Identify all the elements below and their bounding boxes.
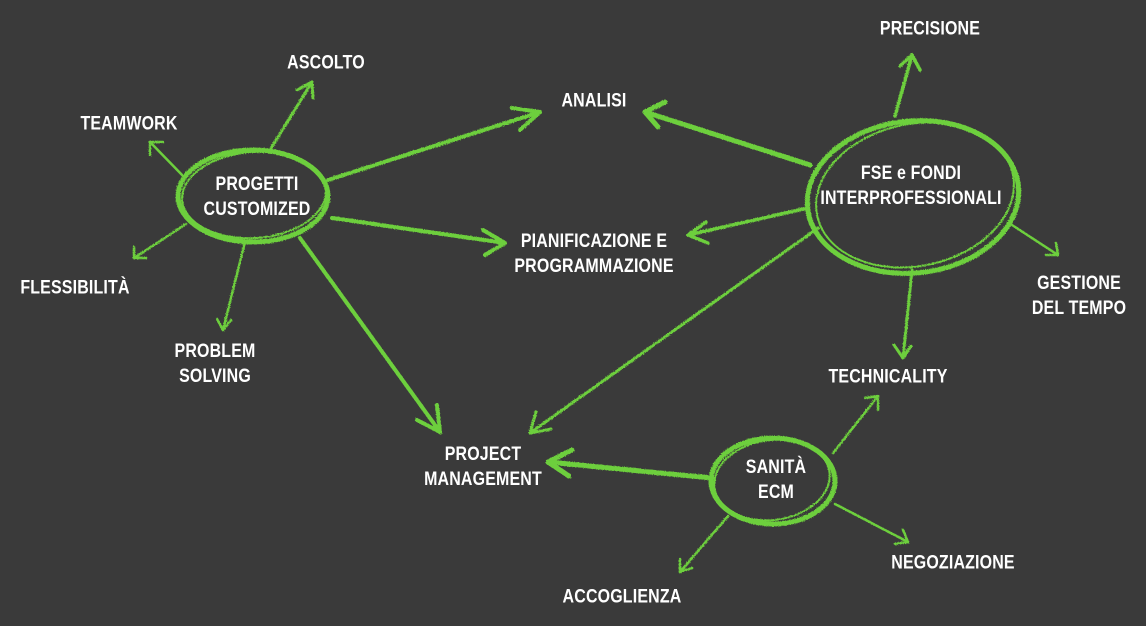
label-precisione: PRECISIONE <box>879 18 981 40</box>
label-gestione-del-tempo: GESTIONE DEL TEMPO <box>1031 273 1127 319</box>
label-negoziazione: NEGOZIAZIONE <box>891 552 1015 574</box>
arrow-progetti-to-teamwork <box>148 140 187 180</box>
label-project-management: PROJECT MANAGEMENT <box>424 444 542 490</box>
label-technicality: TECHNICALITY <box>828 366 948 388</box>
label-problem-solving: PROBLEM SOLVING <box>174 341 256 387</box>
arrow-fse-to-technicality <box>892 268 914 360</box>
label-teamwork: TEAMWORK <box>80 113 178 135</box>
label-analisi: ANALISI <box>561 90 627 112</box>
hub-ellipse-progetti <box>175 147 331 245</box>
label-ascolto: ASCOLTO <box>287 52 365 74</box>
hub-label-progetti-customized: PROGETTI CUSTOMIZED <box>203 174 311 220</box>
arrow-sanita-to-negoziazione <box>833 502 910 546</box>
label-pianificazione-programmazione: PIANIFICAZIONE E PROGRAMMAZIONE <box>514 231 674 277</box>
arrow-progetti-to-problem-solving <box>215 240 247 332</box>
hub-ellipse-sanita <box>708 435 838 527</box>
arrow-fse-to-pianificazione <box>686 206 810 245</box>
arrow-fse-to-precisione <box>893 53 922 118</box>
arrow-fse-to-analisi <box>642 99 813 168</box>
arrow-sanita-to-project-management <box>545 447 715 481</box>
arrow-progetti-to-pianificazione <box>330 216 507 257</box>
arrow-fse-to-project-management <box>528 226 820 435</box>
arrow-sanita-to-accoglienza <box>678 514 730 574</box>
arrow-progetti-to-analisi <box>326 106 542 182</box>
arrow-sanita-to-technicality <box>831 394 880 455</box>
label-accoglienza: ACCOGLIENZA <box>562 586 682 608</box>
label-flessibilita: FLESSIBILITÀ <box>20 277 130 299</box>
arrow-fse-to-gestione-tempo <box>1010 223 1060 257</box>
arrow-progetti-to-project-management <box>298 236 442 434</box>
hub-label-sanita-ecm: SANITÀ ECM <box>745 457 807 503</box>
arrow-progetti-to-flessibilita <box>132 222 188 260</box>
arrow-progetti-to-ascolto <box>268 80 315 152</box>
hub-label-fse-fondi: FSE e FONDI INTERPROFESSIONALI <box>820 163 1002 209</box>
